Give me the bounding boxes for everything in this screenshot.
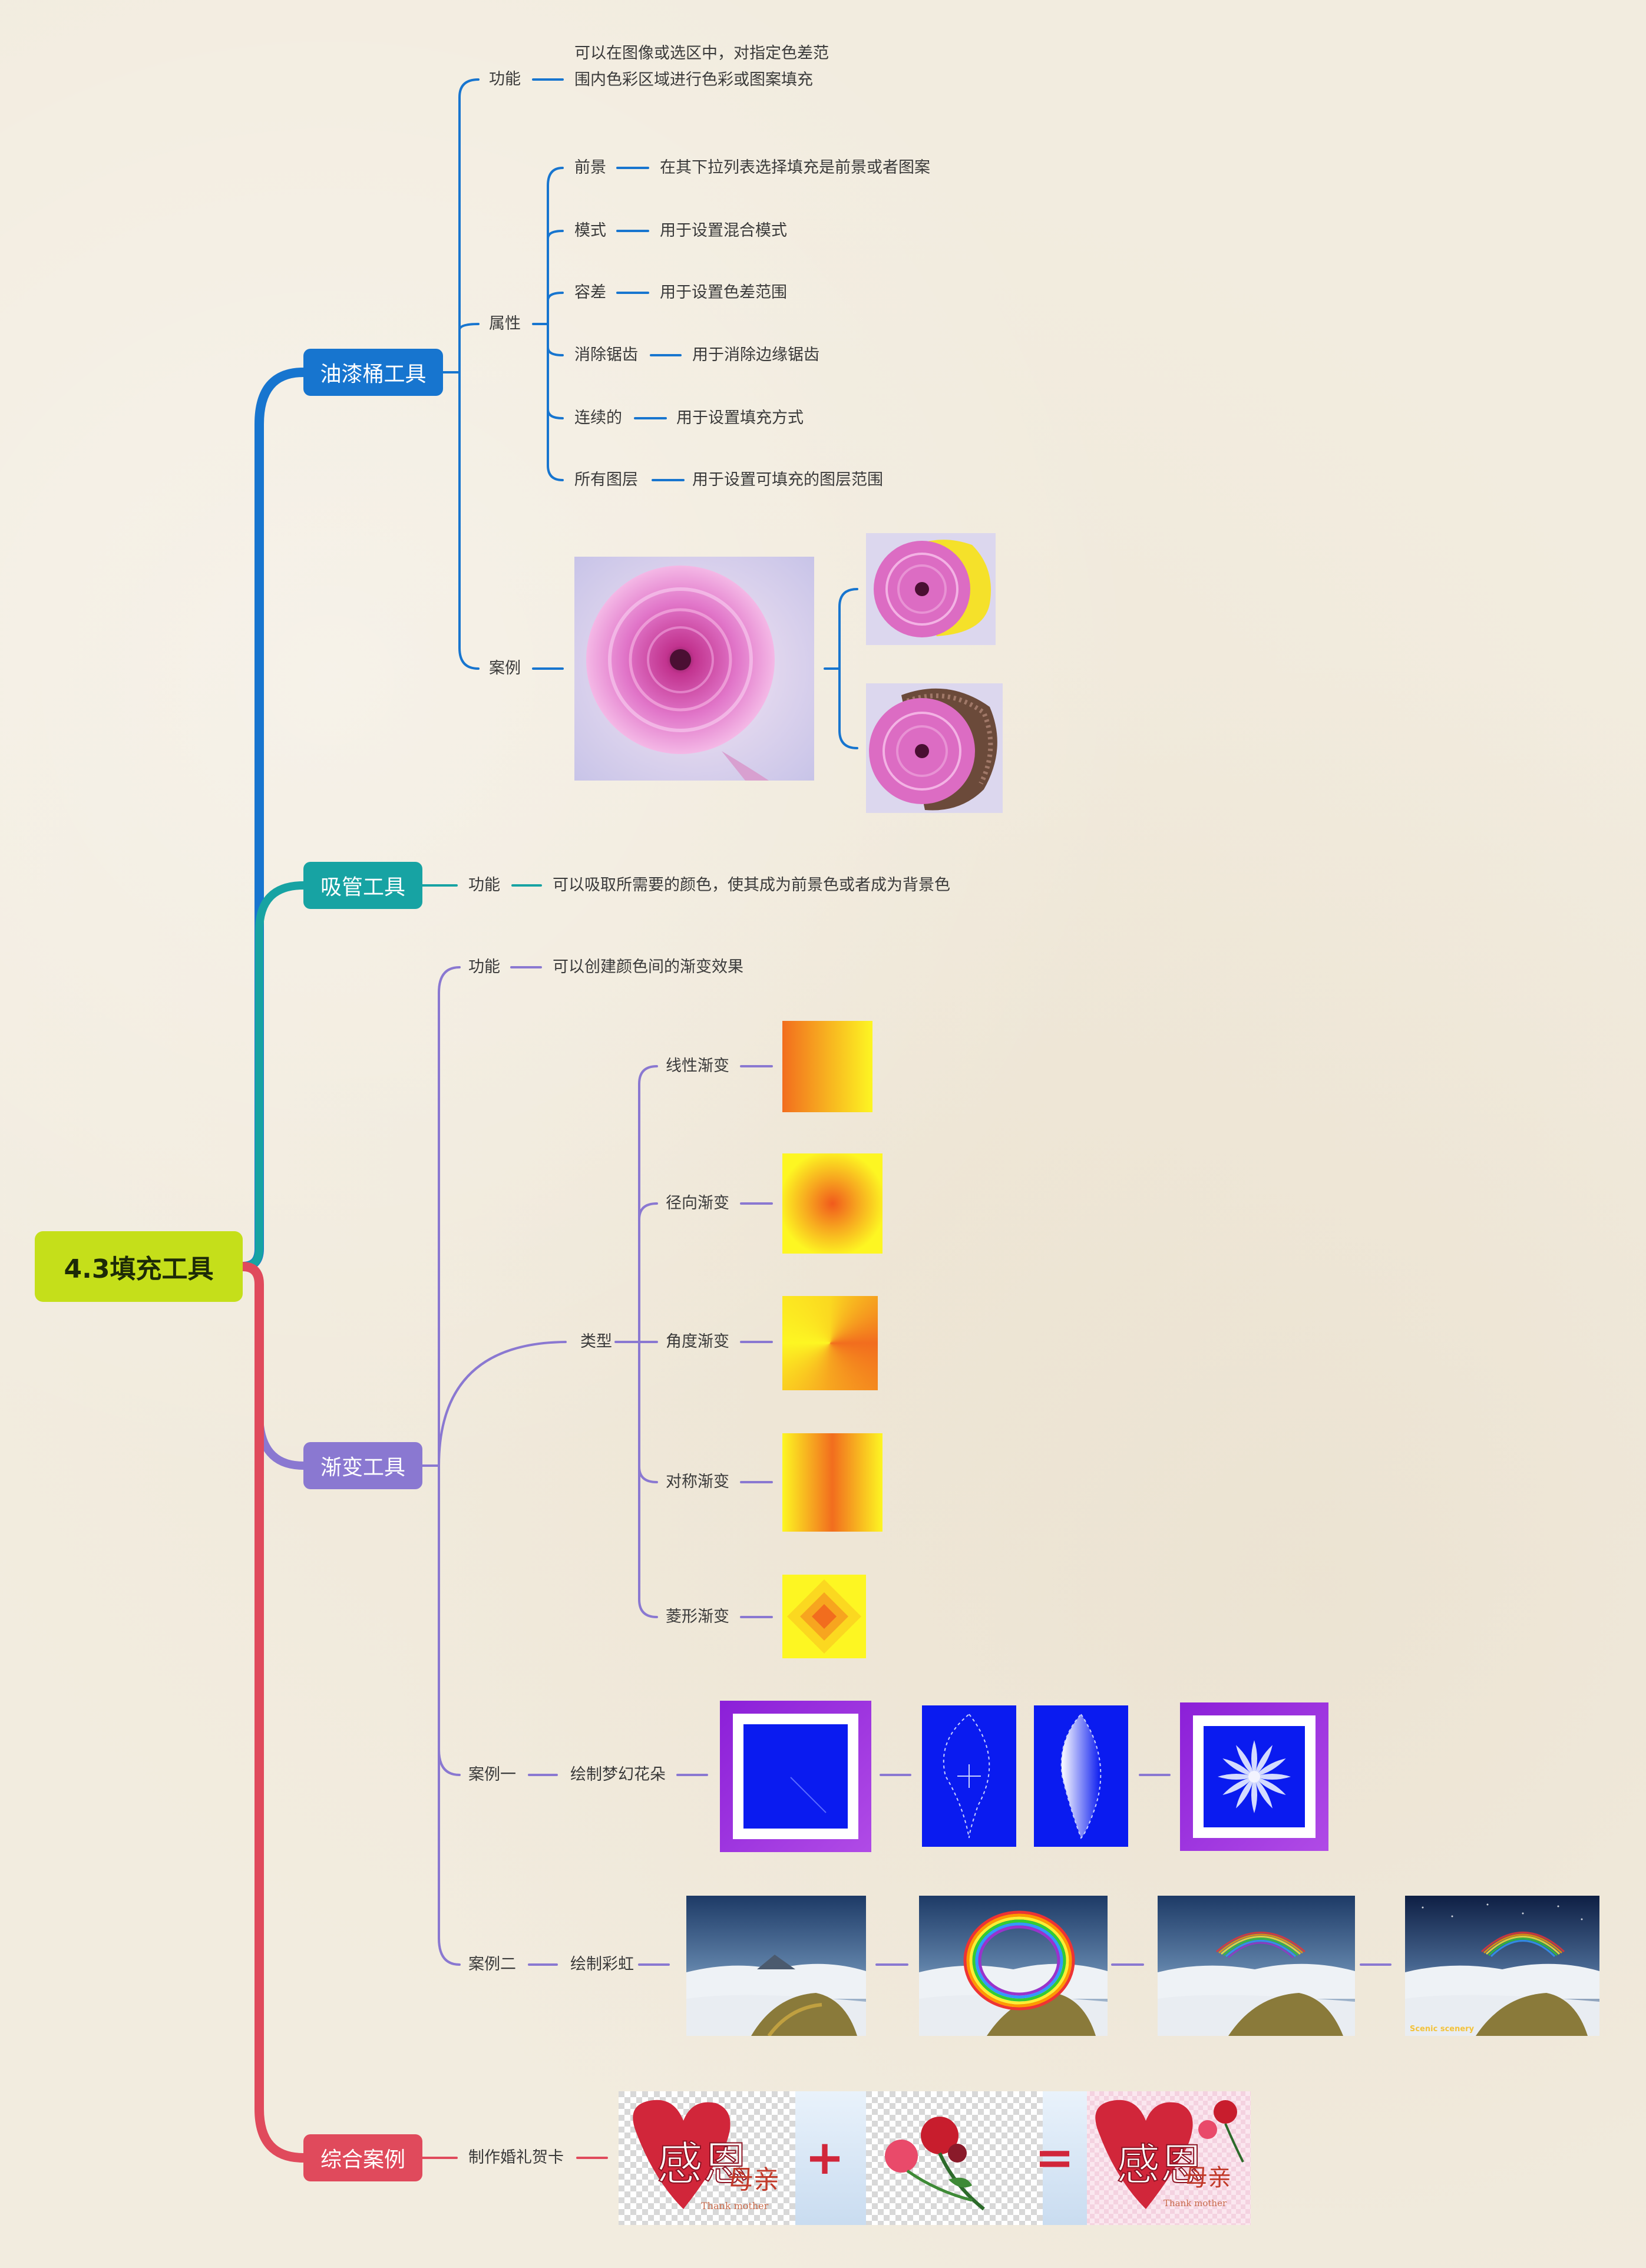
gradient-function-text[interactable]: 可以创建颜色间的渐变效果 — [553, 958, 743, 976]
gradient-case2-label[interactable]: 案例二 — [468, 1955, 516, 1973]
attr-all-layers-desc[interactable]: 用于设置可填充的图层范围 — [692, 471, 883, 489]
type-radial[interactable]: 径向渐变 — [666, 1194, 729, 1212]
rainbow-step1-image — [686, 1896, 866, 2036]
type-reflected[interactable]: 对称渐变 — [666, 1473, 729, 1491]
bucket-example-label[interactable]: 案例 — [489, 659, 521, 677]
attr-tolerance-desc[interactable]: 用于设置色差范围 — [660, 283, 787, 302]
root-topic[interactable]: 4.3填充工具 — [35, 1231, 243, 1302]
attr-foreground-desc[interactable]: 在其下拉列表选择填充是前景或者图案 — [660, 158, 930, 177]
combined-item-label[interactable]: 制作婚礼贺卡 — [468, 2148, 564, 2167]
bucket-function-text[interactable]: 可以在图像或选区中，对指定色差范围内色彩区域进行色彩或图案填充 — [574, 44, 829, 89]
attr-foreground[interactable]: 前景 — [574, 158, 606, 177]
left-card-en-text: Thank mother — [701, 2200, 769, 2211]
radial-gradient-swatch — [782, 1153, 883, 1254]
attr-antialias[interactable]: 消除锯齿 — [574, 346, 638, 364]
right-card-big-text: 感恩 — [1116, 2140, 1204, 2190]
right-card-small-text: 母亲 — [1184, 2164, 1231, 2191]
topic-gradient[interactable]: 渐变工具 — [303, 1442, 422, 1489]
type-linear[interactable]: 线性渐变 — [666, 1057, 729, 1075]
dream-flower-step1-image — [720, 1701, 871, 1852]
wedding-card-composition-image: 感恩 母亲 Thank mother + = 感恩 母亲 Thank mothe… — [619, 2091, 1251, 2225]
plus-sign: + — [805, 2130, 844, 2185]
flower-original-image — [574, 557, 814, 781]
rainbow-caption: Scenic scenery — [1410, 2025, 1475, 2034]
gradient-case1-label[interactable]: 案例一 — [468, 1766, 516, 1784]
gradient-case1-text[interactable]: 绘制梦幻花朵 — [570, 1766, 666, 1784]
equals-sign: = — [1034, 2130, 1074, 2185]
dream-flower-step3-image — [1034, 1705, 1128, 1847]
flower-pattern-fill-image — [866, 683, 1003, 813]
gradient-function-label[interactable]: 功能 — [468, 958, 500, 976]
link-root-combined — [238, 1262, 308, 2163]
rainbow-step2-image — [919, 1896, 1108, 2036]
attr-all-layers[interactable]: 所有图层 — [574, 471, 638, 489]
eyedropper-function-label[interactable]: 功能 — [468, 876, 500, 894]
link-root-gradient — [239, 1262, 308, 1470]
type-angle[interactable]: 角度渐变 — [666, 1333, 729, 1351]
gradient-case2-text[interactable]: 绘制彩虹 — [570, 1955, 634, 1973]
dream-flower-step2-image — [922, 1705, 1016, 1847]
dream-flower-result-image — [1180, 1702, 1328, 1851]
reflected-gradient-swatch — [782, 1433, 883, 1532]
attr-mode-desc[interactable]: 用于设置混合模式 — [660, 221, 787, 240]
link-root-eyedropper — [239, 881, 308, 1271]
eyedropper-function-text[interactable]: 可以吸取所需要的颜色，使其成为前景色或者成为背景色 — [553, 876, 950, 894]
topic-paint-bucket[interactable]: 油漆桶工具 — [303, 349, 443, 396]
attr-antialias-desc[interactable]: 用于消除边缘锯齿 — [692, 346, 819, 364]
flower-yellow-fill-image — [866, 533, 996, 645]
attr-tolerance[interactable]: 容差 — [574, 283, 606, 302]
link-root-bucket — [238, 368, 308, 1271]
bucket-function-label[interactable]: 功能 — [489, 70, 521, 88]
type-diamond[interactable]: 菱形渐变 — [666, 1608, 729, 1626]
left-card-big-text: 感恩 — [657, 2138, 749, 2191]
attr-contiguous-desc[interactable]: 用于设置填充方式 — [676, 409, 804, 427]
right-card-en-text: Thank mother — [1164, 2198, 1227, 2209]
rainbow-step3-image — [1158, 1896, 1355, 2036]
linear-gradient-swatch — [782, 1021, 872, 1112]
topic-combined-case[interactable]: 综合案例 — [303, 2134, 422, 2181]
diamond-gradient-swatch — [782, 1575, 866, 1658]
topic-eyedropper[interactable]: 吸管工具 — [303, 862, 422, 909]
angle-gradient-swatch — [782, 1296, 878, 1390]
left-card-small-text: 母亲 — [728, 2165, 779, 2195]
attr-contiguous[interactable]: 连续的 — [574, 409, 622, 427]
attr-mode[interactable]: 模式 — [574, 221, 606, 240]
bucket-attributes-label[interactable]: 属性 — [489, 315, 521, 333]
gradient-type-label[interactable]: 类型 — [580, 1333, 612, 1351]
rainbow-result-image: Scenic scenery — [1405, 1896, 1599, 2036]
